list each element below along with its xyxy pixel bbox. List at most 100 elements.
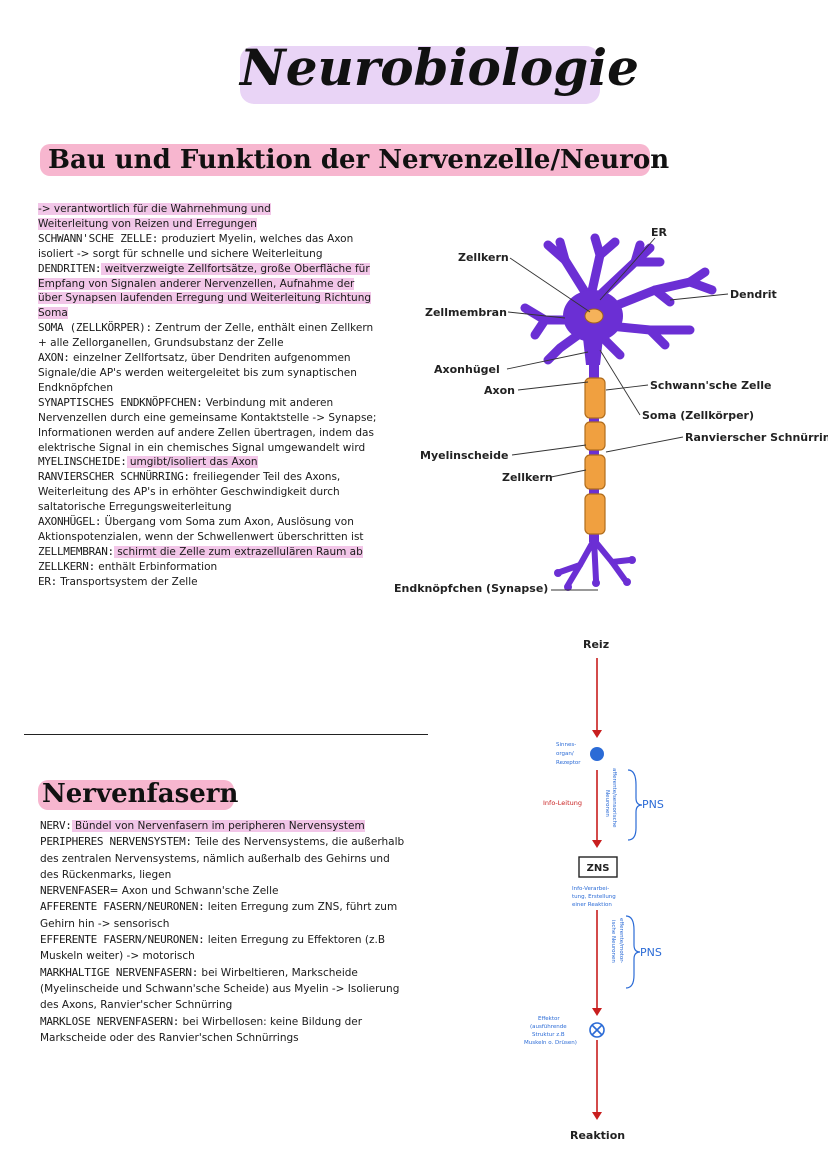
nervenfasern-heading-block: Nervenfasern — [38, 774, 238, 814]
nf-text: Bündel von Nervenfasern im peripheren Ne… — [71, 820, 365, 832]
pns-brace-bottom — [625, 915, 641, 989]
flow-verarb-1: Info-Verarbei- — [572, 886, 609, 892]
nf-text: Teile des Nervensystems, die außerhalb d… — [40, 836, 405, 881]
def-term: ER: — [38, 574, 57, 588]
label-zellmembran: Zellmembran — [425, 306, 507, 319]
zns-box — [578, 856, 618, 878]
def-term: SYNAPTISCHES ENDKNÖPFCHEN: — [38, 395, 203, 409]
flow-effektor-4: Muskeln o. Drüsen) — [524, 1040, 577, 1046]
nf-faser: NERVENFASER= Axon und Schwann'sche Zelle — [40, 883, 410, 899]
def-axon: AXON: einzelner Zellfortsatz, über Dendr… — [38, 351, 378, 396]
nf-text: bei Wirbeltieren, Markscheide (Myelinsch… — [40, 966, 400, 1012]
nf-text: leiten Erregung zum ZNS, führt zum Gehir… — [40, 901, 398, 930]
label-myelinscheide: Myelinscheide — [420, 449, 508, 462]
def-term: AXONHÜGEL: — [38, 515, 102, 529]
label-zellkern-bottom: Zellkern — [502, 471, 553, 484]
myelin-segment — [584, 377, 606, 419]
pns-brace-top — [627, 769, 643, 841]
effektor-icon — [589, 1022, 605, 1038]
diagram-leader-lines — [506, 237, 729, 591]
nf-term: PERIPHERES NERVENSYSTEM: — [40, 835, 192, 849]
nf-term: NERV: — [40, 819, 72, 832]
def-endknoepfchen: SYNAPTISCHES ENDKNÖPFCHEN: Verbindung mi… — [38, 396, 378, 456]
def-schwann: SCHWANN'SCHE ZELLE: produziert Myelin, w… — [38, 232, 378, 262]
label-zellkern-top: Zellkern — [458, 251, 509, 264]
def-text: freiliegender Teil des Axons, Weiterleit… — [38, 471, 341, 514]
nf-term: NERVENFASER — [40, 884, 110, 898]
def-er: ER: Transportsystem der Zelle — [38, 575, 378, 590]
synapse-knobs — [554, 556, 636, 591]
flow-afferent-1: afferente/sensorische — [611, 768, 617, 828]
nf-term: MARKHALTIGE NERVENFASERN: — [40, 965, 199, 979]
flow-info-leitung: Info-Leitung — [543, 799, 582, 807]
nf-nerv: NERV: Bündel von Nervenfasern im periphe… — [40, 818, 410, 834]
def-term: MYELINSCHEIDE: — [38, 455, 127, 469]
myelin-segment — [584, 421, 606, 451]
nervenfasern-list: NERV: Bündel von Nervenfasern im periphe… — [40, 818, 410, 1046]
flow-efferent-2: ische Neuronen — [610, 920, 616, 963]
def-term: ZELLKERN: — [38, 559, 95, 573]
nf-text: = Axon und Schwann'sche Zelle — [109, 885, 279, 898]
nf-markhaltig: MARKHALTIGE NERVENFASERN: bei Wirbeltier… — [40, 965, 410, 1014]
def-myelin: MYELINSCHEIDE: umgibt/isoliert das Axon — [38, 455, 378, 470]
flow-effektor-2: (ausführende — [530, 1024, 567, 1030]
nucleus-shape — [584, 308, 604, 324]
flow-pns-top: PNS — [642, 798, 664, 811]
sinnesorgan-dot — [590, 747, 604, 761]
def-text: Zentrum der Zelle, enthält einen Zellker… — [38, 322, 374, 350]
subtitle-highlight — [40, 144, 650, 176]
label-axonhuegel: Axonhügel — [434, 363, 500, 376]
def-text: umgibt/isoliert das Axon — [126, 456, 258, 469]
flow-reiz: Reiz — [583, 638, 609, 651]
nf-text: bei Wirbellosen: keine Bildung der Marks… — [40, 1015, 363, 1044]
nf-afferent: AFFERENTE FASERN/NEURONEN: leiten Erregu… — [40, 899, 410, 932]
page-title: Neurobiologie — [240, 38, 639, 97]
flow-effektor-3: Struktur z.B — [532, 1032, 565, 1038]
intro-line-1: -> verantwortlich für die Wahrnehmung un… — [38, 203, 271, 215]
nf-term: MARKLOSE NERVENFASERN: — [40, 1014, 180, 1028]
title-highlight — [240, 46, 600, 104]
def-term: SCHWANN'SCHE ZELLE: — [38, 231, 159, 245]
nervenfasern-highlight — [38, 780, 234, 810]
definitions-list: -> verantwortlich für die Wahrnehmung un… — [38, 202, 378, 590]
flow-verarb-3: einer Reaktion — [572, 902, 612, 908]
flow-sinnesorgan-1: Sinnes- — [556, 742, 576, 748]
intro-line-2: Weiterleitung von Reizen und Erregungen — [38, 217, 257, 230]
arrow-head — [592, 1112, 602, 1120]
axon-hillock-shape — [583, 338, 603, 365]
def-text: einzelner Zellfortsatz, über Dendriten a… — [38, 352, 357, 394]
def-term: ZELLMEMBRAN: — [38, 544, 114, 558]
def-soma: SOMA (ZELLKÖRPER): Zentrum der Zelle, en… — [38, 321, 378, 351]
myelin-segment — [584, 454, 606, 490]
label-schwann: Schwann'sche Zelle — [650, 379, 772, 392]
def-ranvier: RANVIERSCHER SCHNÜRRING: freiliegender T… — [38, 470, 378, 515]
flow-efferent-1: efferente/motor- — [618, 918, 624, 963]
flow-afferent-2: Neuronen — [604, 790, 610, 817]
label-er: ER — [651, 226, 668, 239]
def-term: AXON: — [38, 351, 70, 365]
signal-flow-diagram: Reiz Sinnes- organ/ Rezeptor Info-Leitun… — [524, 638, 664, 1142]
flow-reaktion: Reaktion — [570, 1129, 625, 1142]
def-text: Transportsystem der Zelle — [56, 575, 198, 588]
nf-marklos: MARKLOSE NERVENFASERN: bei Wirbellosen: … — [40, 1014, 410, 1047]
def-term: SOMA (ZELLKÖRPER): — [38, 321, 152, 335]
flow-zns: ZNS — [587, 863, 610, 874]
flow-effektor-1: Effektor — [538, 1016, 560, 1022]
label-axon: Axon — [484, 384, 515, 397]
def-term: RANVIERSCHER SCHNÜRRING: — [38, 470, 190, 484]
def-text: produziert Myelin, welches das Axon isol… — [38, 232, 354, 260]
def-text: Verbindung mit anderen Nervenzellen durc… — [38, 396, 377, 454]
def-zellkern: ZELLKERN: enthält Erbinformation — [38, 560, 378, 575]
label-dendrit: Dendrit — [730, 288, 777, 301]
nf-term: EFFERENTE FASERN/NEURONEN: — [40, 933, 205, 947]
def-axonhuegel: AXONHÜGEL: Übergang vom Soma zum Axon, A… — [38, 515, 378, 545]
flow-pns-bottom: PNS — [640, 946, 662, 959]
nf-text: leiten Erregung zu Effektoren (z.B Muske… — [40, 934, 386, 963]
flow-verarb-2: tung, Erstellung — [572, 894, 616, 900]
def-intro: -> verantwortlich für die Wahrnehmung un… — [38, 202, 378, 232]
nf-pns: PERIPHERES NERVENSYSTEM: Teile des Nerve… — [40, 834, 410, 883]
flow-sinnesorgan-2: organ/ — [556, 751, 574, 757]
def-text: Übergang vom Soma zum Axon, Auslösung vo… — [38, 516, 364, 543]
section-divider — [24, 734, 428, 735]
